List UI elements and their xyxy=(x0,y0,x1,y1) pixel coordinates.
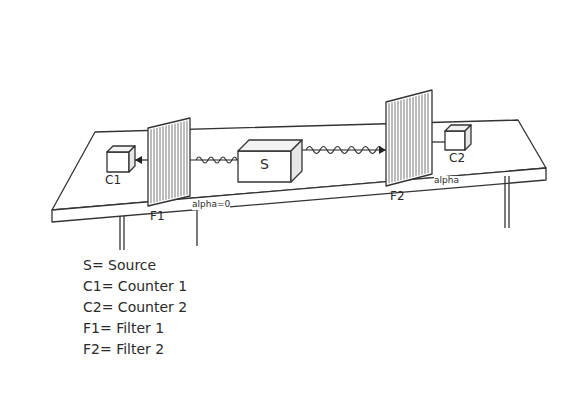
key-entry: S= Source xyxy=(83,258,156,273)
hatch-line xyxy=(422,95,423,175)
table-leg xyxy=(508,176,509,228)
filter-sheet-outline xyxy=(386,90,432,186)
hatch-line xyxy=(169,125,170,199)
hatch-line xyxy=(184,121,185,195)
hatch-line xyxy=(151,129,152,203)
outline-face xyxy=(238,151,291,182)
hatch-line xyxy=(166,126,167,200)
angle-label: alpha=0 xyxy=(192,200,230,210)
table-leg xyxy=(119,216,120,250)
hatch-line xyxy=(187,121,188,195)
hatch-line xyxy=(154,129,155,203)
hatch-line xyxy=(395,102,396,182)
outline-face xyxy=(107,152,129,172)
outline-face xyxy=(129,146,135,172)
filter-sheet: F1 xyxy=(148,118,190,206)
beam-line xyxy=(432,141,445,142)
hatch-line xyxy=(181,122,182,196)
beam-line xyxy=(135,159,148,160)
angle-label: alpha xyxy=(434,176,459,186)
part-label: S xyxy=(260,157,269,172)
outline-face xyxy=(148,118,190,206)
hatch-line xyxy=(175,124,176,198)
hatch-line xyxy=(392,102,393,182)
outline-face xyxy=(445,131,465,150)
source-box-outline xyxy=(238,140,302,182)
counter-box: C1 xyxy=(107,146,135,172)
hatch-line xyxy=(416,96,417,176)
table-edge xyxy=(52,168,546,222)
table-leg xyxy=(123,216,124,250)
hatch-line xyxy=(398,101,399,181)
beam-line xyxy=(302,149,386,150)
counter-box-outline xyxy=(107,146,135,172)
part-label: F1 xyxy=(150,210,165,223)
outline-face xyxy=(465,125,471,150)
hatch-line xyxy=(407,99,408,179)
hatch-line xyxy=(404,99,405,179)
hatch-line xyxy=(425,94,426,174)
hatch-line xyxy=(178,123,179,197)
table-leg xyxy=(504,176,505,228)
key-entry: C1= Counter 1 xyxy=(83,279,187,294)
part-label: C1 xyxy=(105,174,121,187)
hatch-line xyxy=(163,126,164,200)
table-leg xyxy=(196,210,197,246)
hatch-line xyxy=(160,127,161,201)
hatch-line xyxy=(413,97,414,177)
part-label: C2 xyxy=(449,152,465,165)
outline-face xyxy=(386,90,432,186)
counter-box-outline xyxy=(445,125,471,150)
hatch-line xyxy=(157,128,158,202)
key-entry: C2= Counter 2 xyxy=(83,300,187,315)
filter-sheet: F2 xyxy=(386,90,432,186)
hatch-line xyxy=(428,93,429,173)
outline-face xyxy=(291,140,302,182)
filter-sheet-outline xyxy=(148,118,190,206)
counter-box: C2 xyxy=(445,125,471,150)
source-box: S xyxy=(238,140,302,182)
key-entry: F1= Filter 1 xyxy=(83,321,164,336)
hatch-line xyxy=(410,98,411,178)
hatch-line xyxy=(389,103,390,183)
beam-line xyxy=(190,159,238,160)
hatch-line xyxy=(172,124,173,198)
part-label: F2 xyxy=(390,190,405,203)
key-entry: F2= Filter 2 xyxy=(83,342,164,357)
hatch-line xyxy=(419,95,420,175)
hatch-line xyxy=(401,100,402,180)
